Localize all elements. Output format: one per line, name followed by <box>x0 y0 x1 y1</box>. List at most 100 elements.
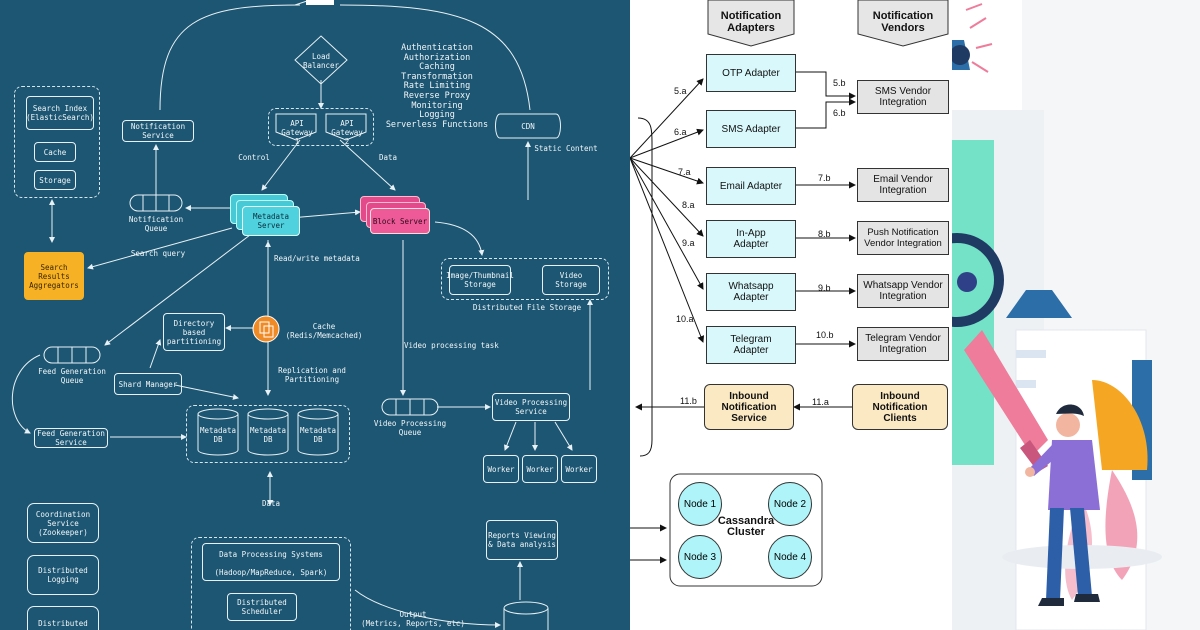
data-processing-group <box>191 537 351 630</box>
header-notification-vendors: Notification Vendors <box>872 10 934 34</box>
data-processing-systems: Data Processing Systems <box>202 543 340 581</box>
cache-redis-label: Cache (Redis/Memcached) <box>285 322 363 340</box>
shard-manager: Shard Manager <box>114 373 182 395</box>
api-gateway-1: API Gateway 1 <box>281 119 313 146</box>
tag-6a: 6.a <box>674 127 687 137</box>
tag-7a: 7.a <box>678 167 691 177</box>
cassandra-node-2: Node 2 <box>768 482 812 526</box>
gateway-feature-item: Authorization <box>403 52 471 63</box>
metadata-server: Metadata Server <box>242 206 300 236</box>
whatsapp-adapter: Whatsapp Adapter <box>706 273 796 311</box>
block-server: Block Server <box>370 208 430 234</box>
tag-10b: 10.b <box>816 330 834 340</box>
cdn-label: CDN <box>521 122 535 131</box>
metadata-db-3: Metadata DB <box>299 426 337 444</box>
gateway-feature-item: Rate Limiting <box>403 81 471 92</box>
illustration <box>952 0 1200 630</box>
gateway-feature-item: Logging <box>419 110 455 121</box>
distributed-logging: Distributed Logging <box>27 555 99 595</box>
gateway-feature-item: Transformation <box>401 71 473 82</box>
metadata-db-group <box>186 405 350 463</box>
directory-partitioning: Directory based partitioning <box>163 313 225 351</box>
gateway-feature-item: Monitoring <box>411 100 463 111</box>
video-processing-queue-label: Video Processing Queue <box>373 419 447 437</box>
cache-box: Cache <box>34 142 76 162</box>
metadata-db-2: Metadata DB <box>249 426 287 444</box>
gateway-feature-item: Serverless Functions <box>385 119 489 130</box>
gateway-feature-item: Caching <box>419 62 455 73</box>
illustration-graphic <box>952 0 1200 630</box>
notification-system-diagram: Notification Adapters Notification Vendo… <box>630 0 952 630</box>
notification-queue-label: Notification Queue <box>128 215 184 233</box>
gateway-feature-item: Reverse Proxy <box>403 90 471 101</box>
tag-5a: 5.a <box>674 86 687 96</box>
email-vendor-integration: Email Vendor Integration <box>857 168 949 202</box>
read-write-metadata-label: Read/write metadata <box>274 254 360 263</box>
telegram-vendor-integration: Telegram Vendor Integration <box>857 327 949 361</box>
search-results-aggregators: Search Results Aggregators <box>24 252 84 300</box>
storage-box: Storage <box>34 170 76 190</box>
distributed-box: Distributed <box>27 606 99 630</box>
tag-8b: 8.b <box>818 229 831 239</box>
image-storage: Image/Thumbnail Storage <box>446 265 514 295</box>
telegram-adapter: Telegram Adapter <box>706 326 796 364</box>
metadata-db-1: Metadata DB <box>199 426 237 444</box>
sms-adapter: SMS Adapter <box>706 110 796 148</box>
output-label: Output (Metrics, Reports, etc) <box>361 610 465 628</box>
tag-9a: 9.a <box>682 238 695 248</box>
worker-2: Worker <box>522 455 558 483</box>
worker-3: Worker <box>561 455 597 483</box>
control-label: Control <box>238 153 270 162</box>
tag-11b: 11.b <box>680 396 697 406</box>
hadoop-label: (Hadoop/MapReduce, Spark) <box>214 568 328 577</box>
tag-6b: 6.b <box>833 108 846 118</box>
data-bottom-label: Data <box>261 499 281 508</box>
load-balancer-label: Load Balancer <box>302 52 340 70</box>
feed-generation-queue-label: Feed Generation Queue <box>38 367 106 385</box>
push-notification-vendor-integration: Push Notification Vendor Integration <box>857 221 949 255</box>
search-query-label: Search query <box>130 249 186 258</box>
tag-8a: 8.a <box>682 200 695 210</box>
cassandra-node-3: Node 3 <box>678 535 722 579</box>
inbound-notification-service: Inbound Notification Service <box>704 384 794 430</box>
static-content-label: Static Content <box>534 144 598 153</box>
search-index: Search Index (ElasticSearch) <box>26 96 94 130</box>
connector-lines <box>11 0 593 630</box>
replication-label: Replication and Partitioning <box>278 366 346 384</box>
distributed-file-storage-label: Distributed File Storage <box>472 303 582 312</box>
search-group <box>14 86 100 198</box>
notification-connectors <box>630 0 949 587</box>
video-processing-task-label: Video processing task <box>404 341 499 350</box>
whatsapp-vendor-integration: Whatsapp Vendor Integration <box>857 274 949 308</box>
video-storage: Video Storage <box>542 265 600 295</box>
gateway-group <box>268 108 374 146</box>
system-design-diagram: Notification Service Load Balancer API G… <box>0 0 630 630</box>
cassandra-node-1: Node 1 <box>678 482 722 526</box>
sms-vendor-integration: SMS Vendor Integration <box>857 80 949 114</box>
tag-5b: 5.b <box>833 78 846 88</box>
tag-9b: 9.b <box>818 283 831 293</box>
worker-1: Worker <box>483 455 519 483</box>
notification-service: Notification Service <box>122 120 194 142</box>
video-processing-service: Video Processing Service <box>492 393 570 421</box>
header-notification-adapters: Notification Adapters <box>720 10 782 34</box>
reports-viewing: Reports Viewing & Data analysis <box>486 520 558 560</box>
cassandra-node-4: Node 4 <box>768 535 812 579</box>
in-app-adapter: In-App Adapter <box>706 220 796 258</box>
distributed-file-storage-group <box>441 258 609 300</box>
api-gateway-2: API Gateway 2 <box>331 119 363 146</box>
data-label: Data <box>378 153 398 162</box>
email-adapter: Email Adapter <box>706 167 796 205</box>
otp-adapter: OTP Adapter <box>706 54 796 92</box>
gateway-feature-item: Authentication <box>401 43 473 53</box>
inbound-notification-clients: Inbound Notification Clients <box>852 384 948 430</box>
tag-11a: 11.a <box>812 397 829 407</box>
tag-10a: 10.a <box>676 314 694 324</box>
distributed-scheduler: Distributed Scheduler <box>227 593 297 621</box>
coordination-service: Coordination Service (Zookeeper) <box>27 503 99 543</box>
feed-generation-service: Feed Generation Service <box>34 428 108 448</box>
cassandra-cluster-label: Cassandra Cluster <box>717 515 775 538</box>
tag-7b: 7.b <box>818 173 831 183</box>
